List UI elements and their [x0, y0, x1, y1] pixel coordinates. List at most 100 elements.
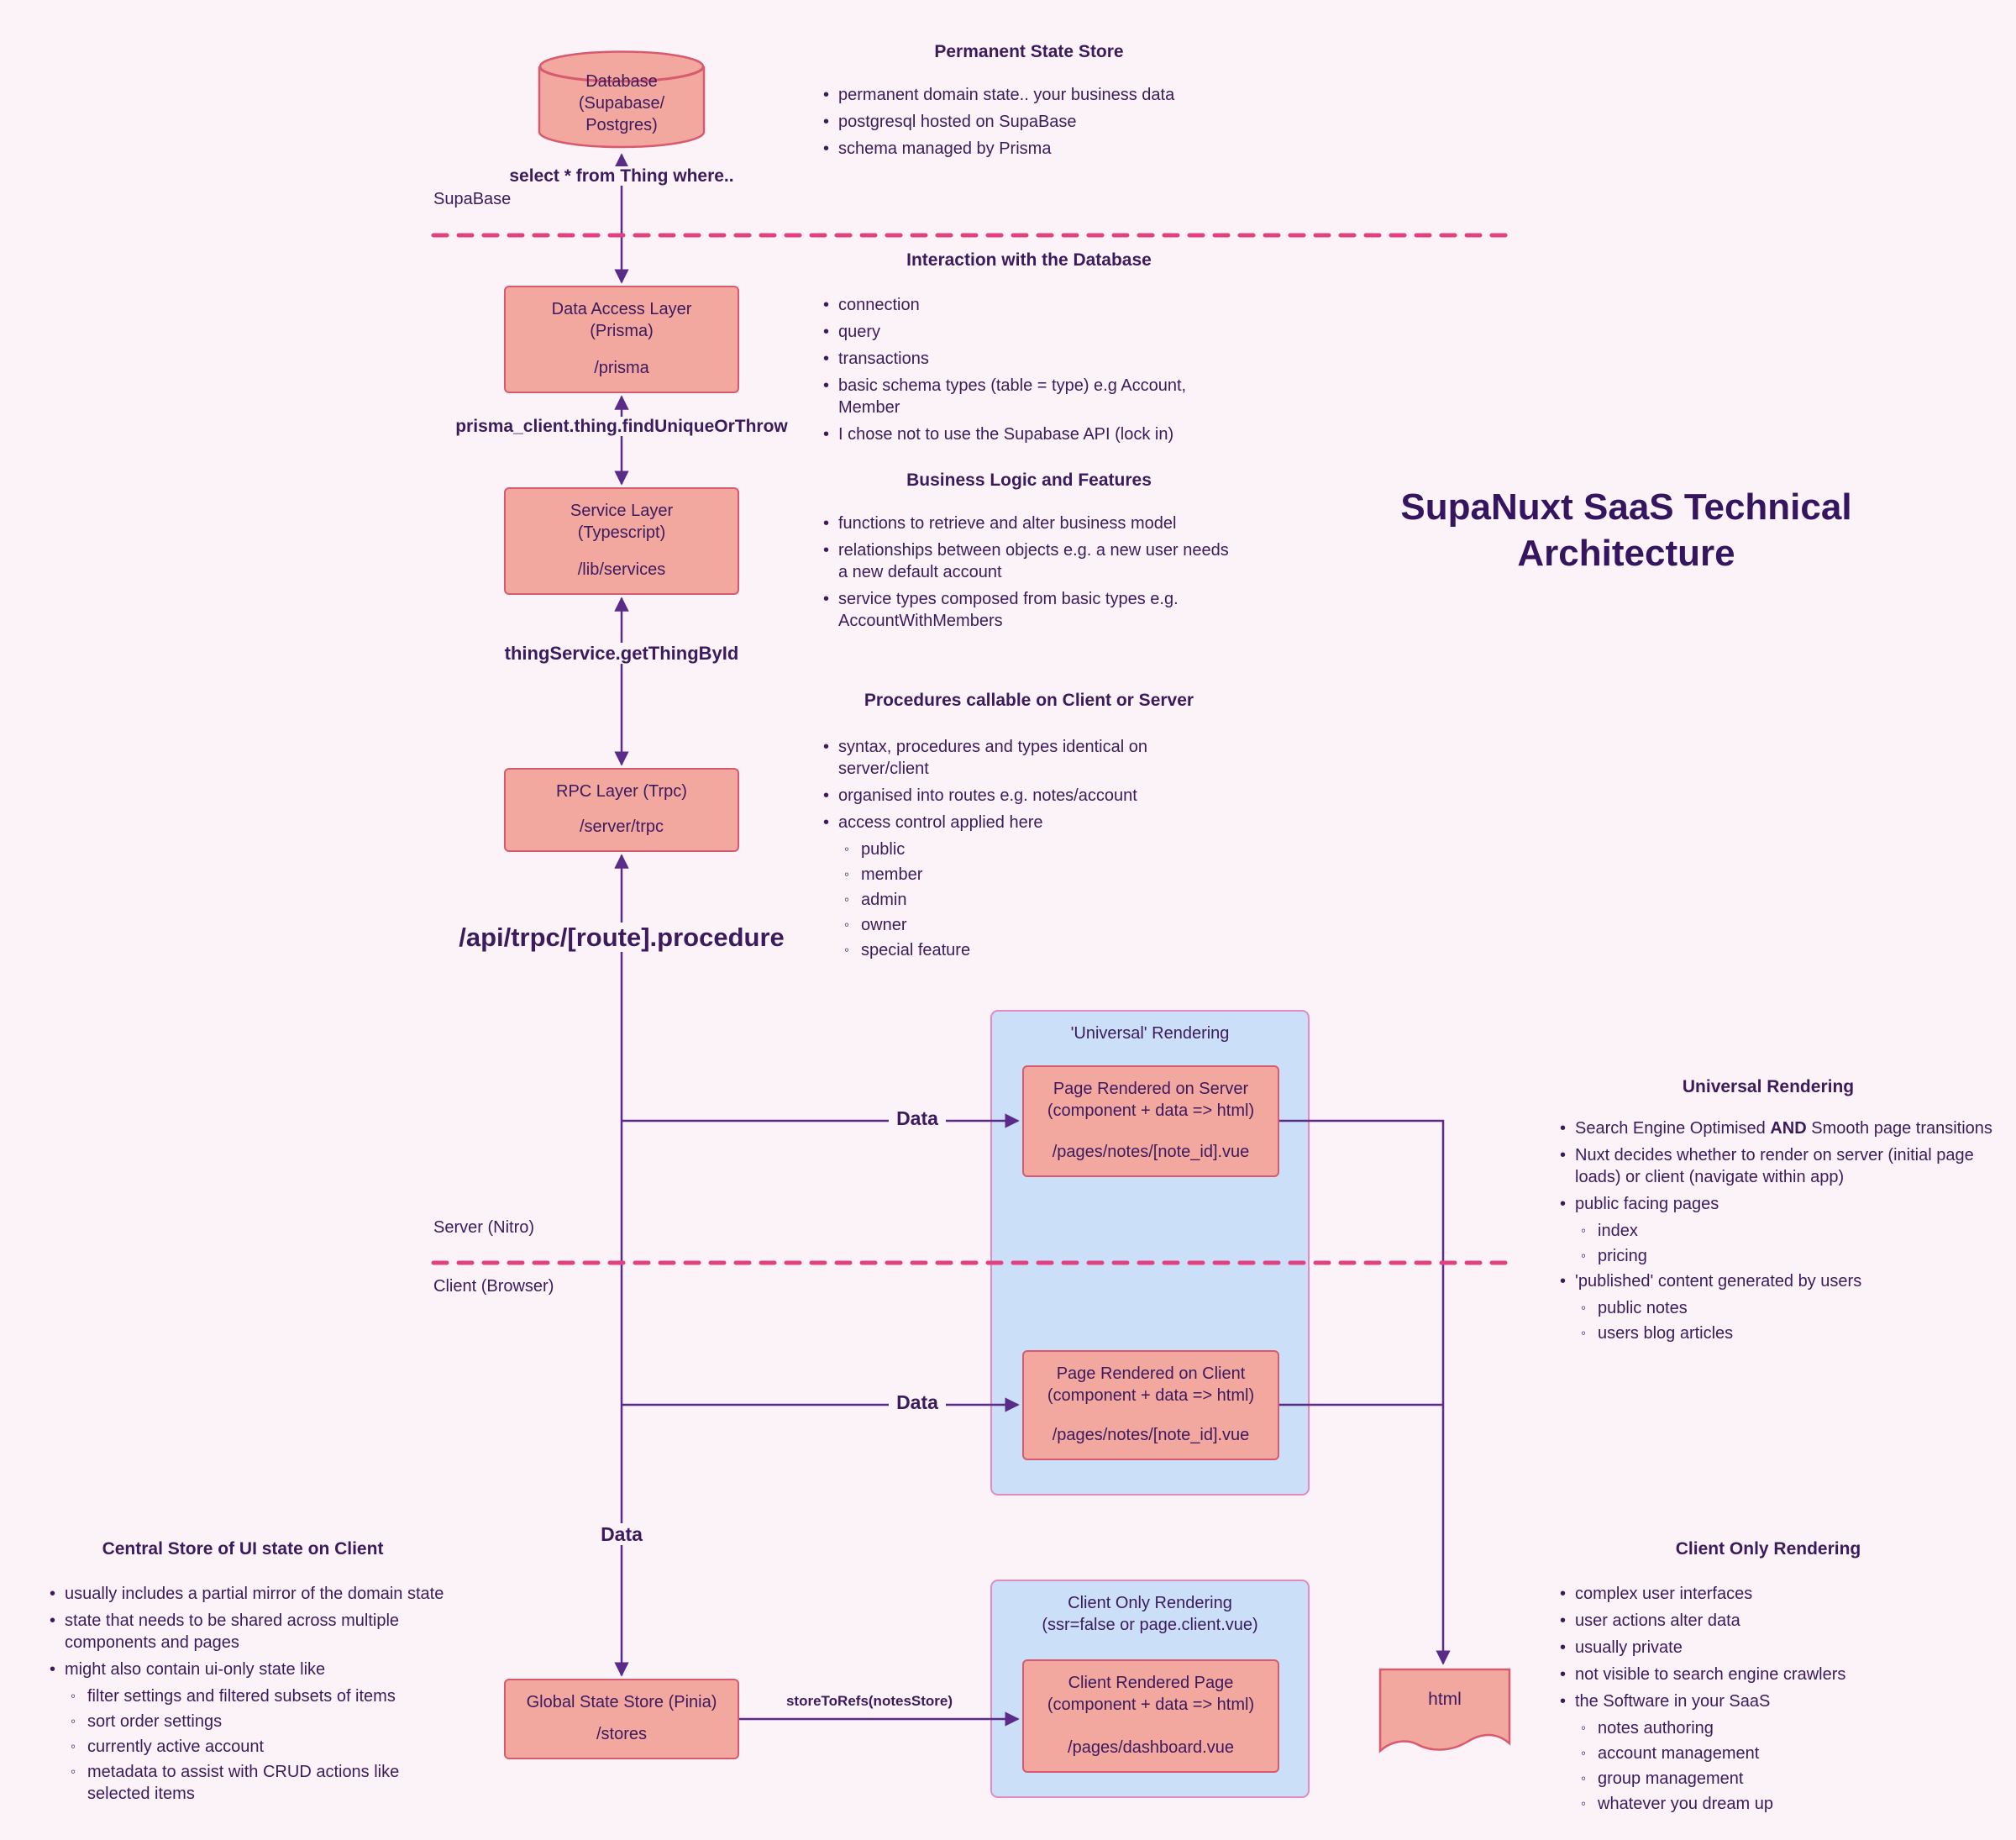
bullet-item: permanent domain state.. your business d…: [819, 84, 1239, 106]
dal-subtitle: (Prisma): [590, 322, 654, 340]
bullet-subitem: admin: [819, 889, 1239, 911]
database-sublabel2: Postgres): [585, 116, 658, 134]
store-to-refs-edge-label: storeToRefs(notesStore): [777, 1692, 962, 1711]
api-route-edge-label: /api/trpc/[route].procedure: [370, 921, 874, 954]
dal-title: Data Access Layer: [551, 300, 692, 318]
bullet-item: not visible to search engine crawlers: [1556, 1664, 2001, 1685]
bullet-subitem: special feature: [819, 939, 1239, 961]
client-rendered-page-node: Client Rendered Page (component + data =…: [1022, 1659, 1279, 1773]
bullet-item: service types composed from basic types …: [819, 588, 1239, 632]
bullet-subitem: currently active account: [45, 1736, 449, 1758]
bullet-subitem: account management: [1556, 1743, 2001, 1764]
bullet-subitem: public notes: [1556, 1297, 2001, 1319]
client-only-group-title: Client Only Rendering (ssr=false or page…: [1042, 1594, 1258, 1634]
bullet-item: the Software in your SaaS: [1556, 1690, 2001, 1712]
universal-group-title: 'Universal' Rendering: [1070, 1024, 1230, 1043]
data-access-layer-node: Data Access Layer (Prisma) /prisma: [504, 286, 739, 393]
client-browser-zone-label: Client (Browser): [433, 1277, 554, 1296]
pinia-title: Global State Store (Pinia): [526, 1693, 717, 1711]
business-logic-bullets: functions to retrieve and alter business…: [819, 513, 1239, 637]
client-page-title: Page Rendered on Client: [1056, 1364, 1246, 1383]
client-only-rendering-heading: Client Only Rendering: [1675, 1539, 1861, 1559]
bullet-item: public facing pages: [1556, 1193, 2001, 1215]
rpc-layer-node: RPC Layer (Trpc) /server/trpc: [504, 768, 739, 852]
universal-rendering-heading: Universal Rendering: [1682, 1077, 1855, 1096]
bullet-item: postgresql hosted on SupaBase: [819, 111, 1239, 133]
page-rendered-on-server-node: Page Rendered on Server (component + dat…: [1022, 1065, 1279, 1177]
bullet-item: usually includes a partial mirror of the…: [45, 1583, 449, 1605]
bullet-subitem: member: [819, 864, 1239, 886]
bullet-item: functions to retrieve and alter business…: [819, 513, 1239, 534]
bullet-item: Nuxt decides whether to render on server…: [1556, 1144, 2001, 1188]
bullet-subitem: index: [1556, 1220, 2001, 1242]
permanent-state-store-heading: Permanent State Store: [934, 42, 1124, 61]
bullet-item: usually private: [1556, 1637, 2001, 1659]
service-layer-node: Service Layer (Typescript) /lib/services: [504, 487, 739, 595]
bullet-item: relationships between objects e.g. a new…: [819, 539, 1239, 583]
service-path: /lib/services: [577, 560, 666, 579]
bullet-subitem: notes authoring: [1556, 1717, 2001, 1739]
bullet-item: organised into routes e.g. notes/account: [819, 785, 1239, 807]
permanent-state-store-bullets: permanent domain state.. your business d…: [819, 84, 1239, 165]
bullet-subitem: metadata to assist with CRUD actions lik…: [45, 1761, 449, 1805]
bullet-subitem: owner: [819, 914, 1239, 936]
interaction-bullets: connection query transactions basic sche…: [819, 294, 1239, 450]
bullet-item: basic schema types (table = type) e.g Ac…: [819, 375, 1239, 418]
bullet-item: complex user interfaces: [1556, 1583, 2001, 1605]
bullet-subitem: pricing: [1556, 1245, 2001, 1267]
server-page-title: Page Rendered on Server: [1053, 1080, 1249, 1098]
bullet-item: transactions: [819, 348, 1239, 370]
client-page-path: /pages/notes/[note_id].vue: [1052, 1426, 1250, 1444]
pinia-path: /stores: [596, 1725, 648, 1743]
service-subtitle: (Typescript): [577, 523, 666, 542]
bullet-item: schema managed by Prisma: [819, 138, 1239, 160]
data-edge-label-store: Data: [571, 1522, 672, 1548]
bullet-item: I chose not to use the Supabase API (loc…: [819, 423, 1239, 445]
html-document-node: html: [1378, 1668, 1511, 1767]
bullet-subitem: group management: [1556, 1768, 2001, 1790]
bullet-subitem: public: [819, 839, 1239, 860]
bullet-item: query: [819, 321, 1239, 343]
business-logic-heading: Business Logic and Features: [906, 471, 1152, 490]
bullet-item: 'published' content generated by users: [1556, 1270, 2001, 1292]
bullet-subitem: whatever you dream up: [1556, 1793, 2001, 1815]
service-title: Service Layer: [570, 502, 674, 520]
html-label: html: [1428, 1690, 1462, 1709]
data-edge-label-client: Data: [867, 1391, 968, 1416]
procedures-bullets: syntax, procedures and types identical o…: [819, 736, 1239, 965]
bullet-item: might also contain ui-only state like: [45, 1659, 449, 1680]
rpc-title: RPC Layer (Trpc): [556, 782, 687, 801]
procedures-heading: Procedures callable on Client or Server: [864, 691, 1194, 710]
client-rendered-subtitle: (component + data => html): [1047, 1695, 1255, 1714]
client-rendered-title: Client Rendered Page: [1068, 1674, 1234, 1692]
data-edge-label-server: Data: [867, 1107, 968, 1132]
server-nitro-zone-label: Server (Nitro): [433, 1218, 535, 1237]
bullet-item: connection: [819, 294, 1239, 316]
bullet-item: user actions alter data: [1556, 1610, 2001, 1632]
rpc-path: /server/trpc: [579, 817, 664, 836]
central-store-heading: Central Store of UI state on Client: [102, 1539, 384, 1559]
bullet-subitem: filter settings and filtered subsets of …: [45, 1685, 449, 1707]
bullet-subitem: users blog articles: [1556, 1322, 2001, 1344]
page-rendered-on-client-node: Page Rendered on Client (component + dat…: [1022, 1350, 1279, 1460]
diagram-title: SupaNuxt SaaS Technical Architecture: [1400, 486, 1852, 574]
database-sublabel: (Supabase/: [578, 94, 665, 113]
prisma-call-edge-label: prisma_client.thing.findUniqueOrThrow: [370, 415, 874, 438]
supabase-zone-label: SupaBase: [433, 190, 512, 208]
client-only-rendering-bullets: complex user interfaces user actions alt…: [1556, 1583, 2001, 1818]
client-page-subtitle: (component + data => html): [1047, 1386, 1255, 1405]
global-state-store-node: Global State Store (Pinia) /stores: [504, 1679, 739, 1759]
service-call-edge-label: thingService.getThingById: [370, 642, 874, 666]
server-page-subtitle: (component + data => html): [1047, 1101, 1255, 1120]
universal-rendering-bullets: Search Engine Optimised AND Smooth page …: [1556, 1117, 2001, 1348]
central-store-bullets: usually includes a partial mirror of the…: [45, 1583, 449, 1808]
select-query-edge-label: select * from Thing where..: [370, 165, 874, 187]
client-rendered-path: /pages/dashboard.vue: [1068, 1738, 1234, 1757]
bullet-subitem: sort order settings: [45, 1711, 449, 1732]
server-page-path: /pages/notes/[note_id].vue: [1052, 1143, 1250, 1161]
html-document-shape: [1378, 1668, 1511, 1753]
bullet-item: syntax, procedures and types identical o…: [819, 736, 1239, 780]
database-label: Database: [585, 72, 658, 91]
database-node: Database (Supabase/ Postgres): [538, 49, 706, 150]
bullet-item: state that needs to be shared across mul…: [45, 1610, 449, 1653]
